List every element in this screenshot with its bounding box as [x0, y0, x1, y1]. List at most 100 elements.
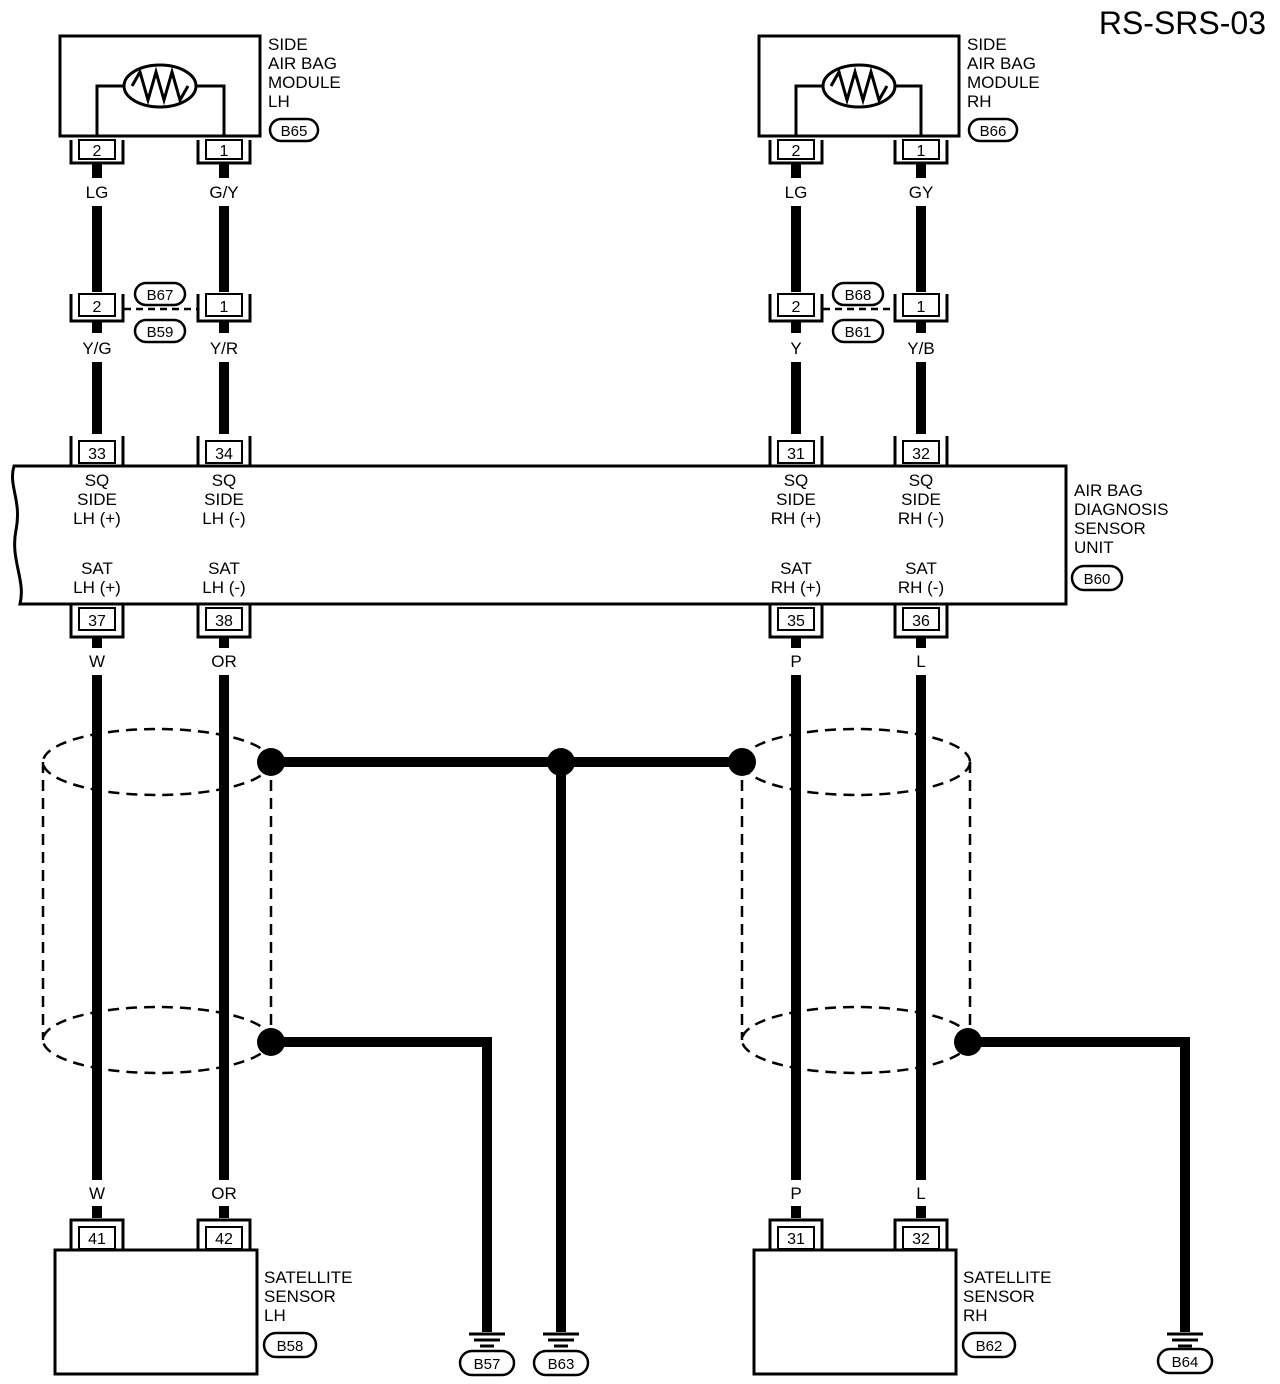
module-rh-pin-1: 1: [917, 143, 926, 160]
squib-zigzag-rh-icon: [829, 66, 889, 106]
ground-b63-icon: [543, 1332, 579, 1348]
connector-b62-tag: [961, 1331, 1017, 1359]
sensor-rh-wire-p: P: [790, 1184, 801, 1203]
sat-rh-minus-line-2: RH (-): [898, 578, 944, 597]
connector-b61-label: B61: [845, 324, 872, 341]
unit-pin-32: 32: [912, 446, 930, 463]
junction-lh-pin-1: 1: [220, 299, 229, 316]
unit-pin-33: 33: [88, 446, 106, 463]
upper-wires: LG G/Y LG GY: [86, 164, 934, 292]
sensor-rh-line-2: SENSOR: [963, 1287, 1035, 1306]
wire-color-lh-upper-1: LG: [86, 183, 109, 202]
satellite-sensor-lh: W OR 41 42 SATELLITE SENSOR LH B58: [53, 1184, 353, 1376]
sq-rh-plus-line-3: RH (+): [771, 509, 822, 528]
ground-b57-label: B57: [474, 1356, 501, 1373]
unit-pin-31: 31: [787, 446, 805, 463]
sq-lh-minus-line-3: LH (-): [202, 509, 245, 528]
ground-b57: B57: [458, 1332, 516, 1377]
sensor-lh-wire-w: W: [89, 1184, 105, 1203]
unit-name-line-1: AIR BAG: [1074, 481, 1143, 500]
unit-pin-34: 34: [215, 446, 233, 463]
sq-rh-minus-line-3: RH (-): [898, 509, 944, 528]
sat-lh-minus-line-1: SAT: [208, 559, 240, 578]
lower-wires: W OR P L: [89, 638, 926, 1218]
junction-rh-pin-2: 2: [792, 299, 801, 316]
sq-rh-plus-line-1: SQ: [784, 471, 809, 490]
unit-pin-35: 35: [787, 613, 805, 630]
wire-color-l: L: [916, 652, 925, 671]
wire-color-lh-upper-2: G/Y: [209, 183, 238, 202]
connector-b65-tag: [268, 117, 320, 143]
sq-rh-plus-line-2: SIDE: [776, 490, 816, 509]
wire-color-rh-mid-1: Y: [790, 339, 801, 358]
module-rh-line-3: MODULE: [967, 73, 1040, 92]
module-rh-line-2: AIR BAG: [967, 54, 1036, 73]
connector-b60-label: B60: [1084, 571, 1111, 588]
ground-b64: B64: [1156, 1332, 1214, 1375]
module-lh-pin-1: 1: [220, 143, 229, 160]
unit-name-line-3: SENSOR: [1074, 519, 1146, 538]
module-lh-line-4: LH: [268, 92, 290, 111]
sat-rh-minus-line-1: SAT: [905, 559, 937, 578]
junction-connector-lh: 2 1 B67 B59: [69, 281, 252, 344]
module-connector-pins: 2 1 2 1: [69, 139, 949, 165]
module-lh-line-2: AIR BAG: [268, 54, 337, 73]
sensor-rh-line-1: SATELLITE: [963, 1268, 1052, 1287]
sq-lh-plus-line-1: SQ: [85, 471, 110, 490]
side-airbag-module-lh: SIDE AIR BAG MODULE LH B65: [58, 34, 341, 143]
splice-point: [728, 748, 756, 776]
shield-rh: [740, 727, 972, 1075]
sat-lh-minus-line-2: LH (-): [202, 578, 245, 597]
unit-pin-36: 36: [912, 613, 930, 630]
sq-rh-minus-line-2: SIDE: [901, 490, 941, 509]
wire-color-lh-mid-1: Y/G: [82, 339, 111, 358]
unit-name-line-4: UNIT: [1074, 538, 1114, 557]
sensor-lh-wire-or: OR: [211, 1184, 237, 1203]
sq-lh-minus-line-2: SIDE: [204, 490, 244, 509]
module-rh-pin-2: 2: [792, 143, 801, 160]
sq-lh-plus-line-2: SIDE: [77, 490, 117, 509]
connector-b66-tag: [967, 117, 1019, 143]
connector-b68-label: B68: [845, 287, 872, 304]
connector-b59-label: B59: [147, 324, 174, 341]
wire-color-or: OR: [211, 652, 237, 671]
ground-b63-label: B63: [548, 1356, 575, 1373]
junction-rh-pin-1: 1: [917, 299, 926, 316]
sensor-lh-box: [53, 1248, 259, 1376]
sensor-rh-pin-32: 32: [912, 1231, 930, 1248]
ground-b57-icon: [469, 1332, 505, 1348]
module-lh-line-1: SIDE: [268, 35, 308, 54]
shield-lh: [41, 727, 273, 1075]
wire-color-rh-mid-2: Y/B: [907, 339, 934, 358]
ground-b64-icon: [1167, 1332, 1203, 1348]
connector-b58-label: B58: [277, 1338, 304, 1355]
sq-lh-minus-line-1: SQ: [212, 471, 237, 490]
connector-b65-label: B65: [281, 123, 308, 140]
sensor-rh-line-3: RH: [963, 1306, 988, 1325]
wire-color-w: W: [89, 652, 105, 671]
junction-connector-rh: 2 1 B68 B61: [768, 281, 949, 344]
ground-b64-label: B64: [1172, 1354, 1199, 1371]
sensor-lh-line-2: SENSOR: [264, 1287, 336, 1306]
module-lh-lead-left: [95, 84, 125, 136]
connector-b62-label: B62: [976, 1338, 1003, 1355]
wire-color-lh-mid-2: Y/R: [210, 339, 238, 358]
sensor-rh-box: [752, 1248, 958, 1376]
connector-b58-tag: [262, 1331, 318, 1359]
module-rh-line-4: RH: [967, 92, 992, 111]
module-lh-pin-2: 2: [93, 143, 102, 160]
wire-color-rh-upper-2: GY: [909, 183, 934, 202]
sat-rh-plus-line-1: SAT: [780, 559, 812, 578]
wire-color-p: P: [790, 652, 801, 671]
module-lh-line-3: MODULE: [268, 73, 341, 92]
control-unit-box: [11, 464, 1068, 606]
sensor-lh-pin-42: 42: [215, 1231, 233, 1248]
sensor-rh-wire-l: L: [916, 1184, 925, 1203]
ground-b63: B63: [532, 1332, 590, 1377]
sat-lh-plus-line-2: LH (+): [73, 578, 121, 597]
module-rh-lead-right: [894, 84, 923, 136]
unit-name-line-2: DIAGNOSIS: [1074, 500, 1168, 519]
sensor-lh-line-3: LH: [264, 1306, 286, 1325]
unit-pin-38: 38: [215, 613, 233, 630]
module-rh-lead-left: [794, 84, 824, 136]
